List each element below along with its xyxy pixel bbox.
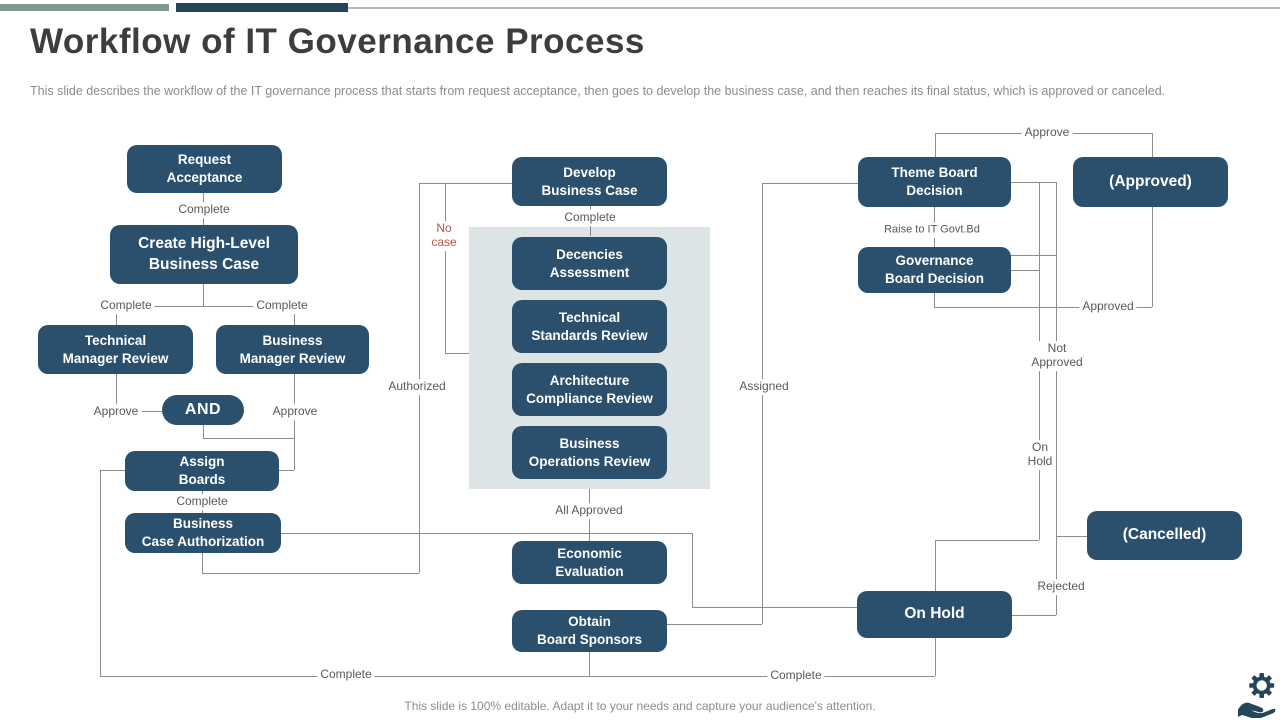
connector [1011, 255, 1056, 256]
connector [1012, 615, 1056, 616]
connector [445, 353, 469, 354]
edge-label-approve: Approve [269, 404, 321, 420]
node-create-high-level-business-case: Create High-Level Business Case [110, 225, 298, 284]
node-approved: (Approved) [1073, 157, 1228, 207]
edge-label-approved: Approved [1079, 299, 1137, 315]
node-economic-evaluation: Economic Evaluation [512, 541, 667, 584]
edge-label-complete: Complete [253, 298, 311, 314]
connector [419, 183, 512, 184]
node-request-acceptance: Request Acceptance [127, 145, 282, 193]
connector [100, 470, 125, 471]
edge-label-approve: Approve [1021, 125, 1073, 141]
edge-label-approve: Approve [90, 404, 142, 420]
gear-in-hand-icon [1237, 670, 1277, 719]
connector [202, 573, 419, 574]
connector [116, 306, 117, 325]
edge-label-rejected: Rejected [1034, 579, 1088, 595]
connector [1011, 182, 1056, 183]
slide-description: This slide describes the workflow of the… [30, 84, 1166, 98]
edge-label-authorized: Authorized [385, 379, 449, 395]
edge-label-complete: Complete [767, 668, 825, 684]
connector [100, 470, 101, 676]
node-technical-manager-review: Technical Manager Review [38, 325, 193, 374]
connector [692, 533, 693, 607]
edge-label-complete: Complete [97, 298, 155, 314]
node-assign-boards: Assign Boards [125, 451, 279, 491]
connector [281, 533, 692, 534]
connector [1152, 133, 1153, 157]
connector [762, 183, 763, 624]
connector [935, 133, 936, 157]
edge-label-no-case: No case [428, 221, 460, 251]
accent-bar-line [348, 7, 1280, 9]
connector [100, 676, 935, 677]
connector [1056, 536, 1087, 537]
node-architecture-compliance-review: Architecture Compliance Review [512, 363, 667, 416]
node-and-connector: AND [162, 395, 244, 425]
accent-bar-navy [176, 3, 348, 12]
connector [203, 284, 204, 306]
connector [667, 624, 762, 625]
connector [116, 374, 117, 412]
connector [934, 307, 1152, 308]
connector [1152, 207, 1153, 307]
edge-label-on-hold: On Hold [1024, 440, 1056, 470]
edge-label-complete: Complete [175, 202, 233, 218]
node-decencies-assessment: Decencies Assessment [512, 237, 667, 290]
connector [762, 183, 858, 184]
edge-label-assigned: Assigned [736, 379, 792, 395]
connector [935, 540, 1039, 541]
edge-label-raise-to-it-govt-bd: Raise to IT Govt.Bd [881, 222, 983, 238]
node-develop-business-case: Develop Business Case [512, 157, 667, 206]
connector [203, 425, 204, 438]
edge-label-complete: Complete [561, 210, 619, 226]
footer-note: This slide is 100% editable. Adapt it to… [404, 699, 876, 713]
page-title: Workflow of IT Governance Process [30, 22, 645, 61]
connector [935, 540, 936, 591]
connector [203, 438, 294, 439]
node-theme-board-decision: Theme Board Decision [858, 157, 1011, 207]
accent-bar-green [0, 4, 169, 11]
edge-label-complete: Complete [173, 494, 231, 510]
node-governance-board-decision: Governance Board Decision [858, 247, 1011, 293]
connector [419, 183, 420, 573]
connector [445, 183, 446, 353]
node-cancelled: (Cancelled) [1087, 511, 1242, 560]
node-technical-standards-review: Technical Standards Review [512, 300, 667, 353]
node-obtain-board-sponsors: Obtain Board Sponsors [512, 610, 667, 652]
connector [1056, 182, 1057, 615]
connector [294, 306, 295, 325]
connector [935, 638, 936, 676]
node-business-manager-review: Business Manager Review [216, 325, 369, 374]
edge-label-not-approved: Not Approved [1028, 341, 1086, 371]
edge-label-complete: Complete [317, 667, 375, 683]
connector [202, 553, 203, 573]
edge-label-all-approved: All Approved [552, 503, 626, 519]
connector [279, 470, 294, 471]
connector [934, 293, 935, 307]
connector [294, 374, 295, 470]
node-business-operations-review: Business Operations Review [512, 426, 667, 479]
connector [1011, 270, 1039, 271]
connector [692, 607, 857, 608]
connector [589, 652, 590, 676]
node-business-case-authorization: Business Case Authorization [125, 513, 281, 553]
connector [116, 306, 294, 307]
node-on-hold: On Hold [857, 591, 1012, 638]
